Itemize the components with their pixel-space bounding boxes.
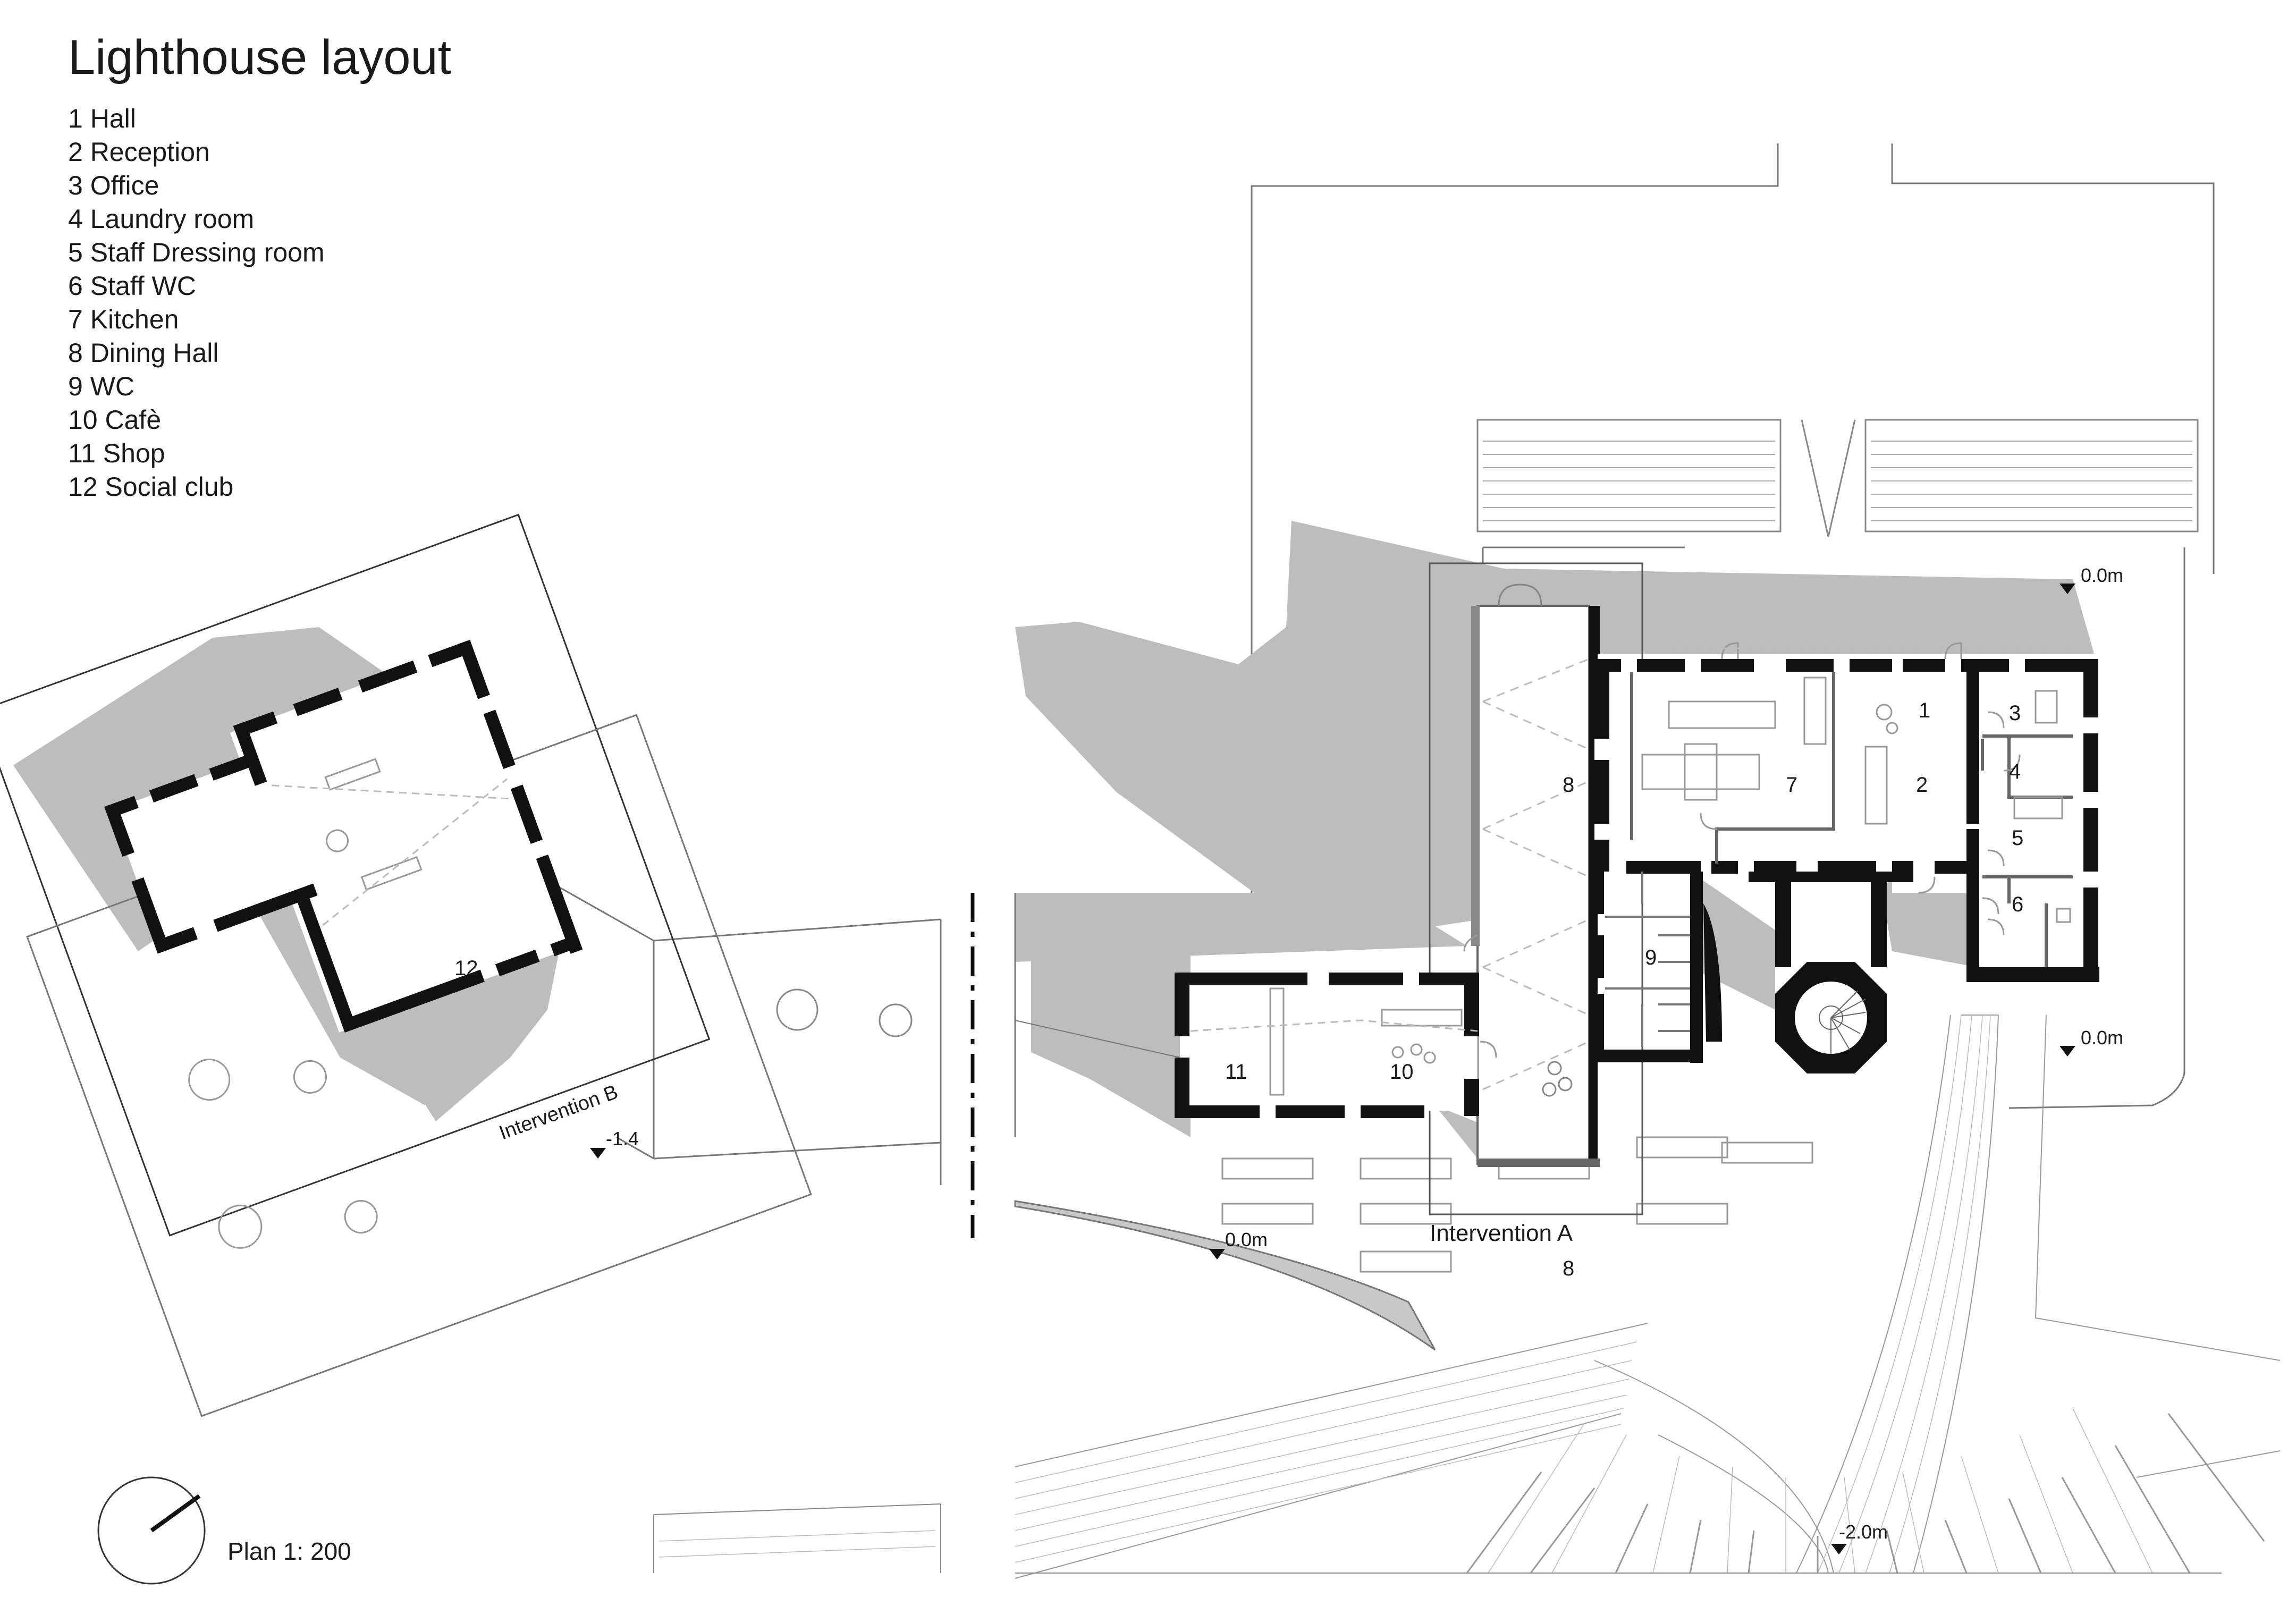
legend-item: 4 Laundry room: [68, 204, 255, 234]
legend-item: 10 Cafè: [68, 405, 162, 435]
level-label: 0.0m: [2081, 1027, 2123, 1049]
cafe-shop-building: [1015, 934, 1497, 1118]
level-triangle-icon: [1209, 1249, 1225, 1259]
social-club-building: [0, 513, 812, 1417]
level-triangle-icon: [2059, 584, 2075, 594]
level-triangle-icon: [590, 1148, 606, 1159]
north-arrow-icon: [97, 1476, 206, 1585]
dining-hall: [1471, 584, 1600, 1167]
legend-item: 9 WC: [68, 371, 134, 401]
path-trees: [776, 988, 913, 1037]
curved-edge: [1014, 1200, 1436, 1351]
room-number: 2: [1916, 773, 1928, 797]
room-number: 3: [2009, 701, 2021, 725]
room-number: 7: [1786, 773, 1797, 797]
level-markers: 0.0m 0.0m 0.0m -1.4 -2.0m: [590, 564, 2123, 1554]
room-number: 1: [1919, 699, 1930, 722]
level-triangle-icon: [1831, 1544, 1847, 1554]
legend-item: 8 Dining Hall: [68, 338, 219, 368]
legend-item: 2 Reception: [68, 137, 210, 167]
room-number: 9: [1645, 946, 1657, 969]
page-title: Lighthouse layout: [68, 30, 452, 84]
legend-item: 3 Office: [68, 171, 159, 200]
room-number: 4: [2009, 760, 2021, 783]
room-legend: 1 Hall 2 Reception 3 Office 4 Laundry ro…: [68, 102, 325, 504]
legend-item: 11 Shop: [68, 438, 165, 468]
room-number: 8: [1563, 773, 1574, 797]
top-terraces: [1476, 419, 2199, 537]
scale-label: Plan 1: 200: [227, 1537, 351, 1565]
room-labels: 1 2 3 4 5 6 7 8 9 10 11 12 8: [454, 699, 2023, 1280]
legend-item: 1 Hall: [68, 104, 136, 133]
level-label: 0.0m: [1225, 1229, 1268, 1250]
site-benches: [1221, 1136, 1813, 1273]
lighthouse-tower: [1749, 872, 1913, 1073]
room-number: 6: [2012, 893, 2023, 916]
level-label: 0.0m: [2081, 564, 2123, 586]
room-number: 8: [1563, 1257, 1574, 1280]
room-number: 10: [1390, 1060, 1414, 1084]
legend-item: 7 Kitchen: [68, 305, 179, 334]
level-label: -1.4: [606, 1128, 639, 1149]
level-triangle-icon: [2059, 1046, 2075, 1056]
room-number: 12: [454, 957, 478, 980]
connecting-path: [531, 870, 1016, 1238]
intervention-a-label: Intervention A: [1430, 1220, 1573, 1246]
plaza: [653, 1015, 2281, 1579]
room-number: 11: [1225, 1060, 1247, 1084]
legend-item: 6 Staff WC: [68, 271, 196, 301]
room-number: 5: [2012, 826, 2023, 850]
intervention-b-label: Intervention B: [496, 1081, 621, 1145]
legend-item: 12 Social club: [68, 472, 234, 502]
wc-block: [1589, 872, 1722, 1063]
level-label: -2.0m: [1839, 1521, 1888, 1543]
main-building: [1594, 642, 2099, 983]
legend-item: 5 Staff Dressing room: [68, 238, 325, 267]
